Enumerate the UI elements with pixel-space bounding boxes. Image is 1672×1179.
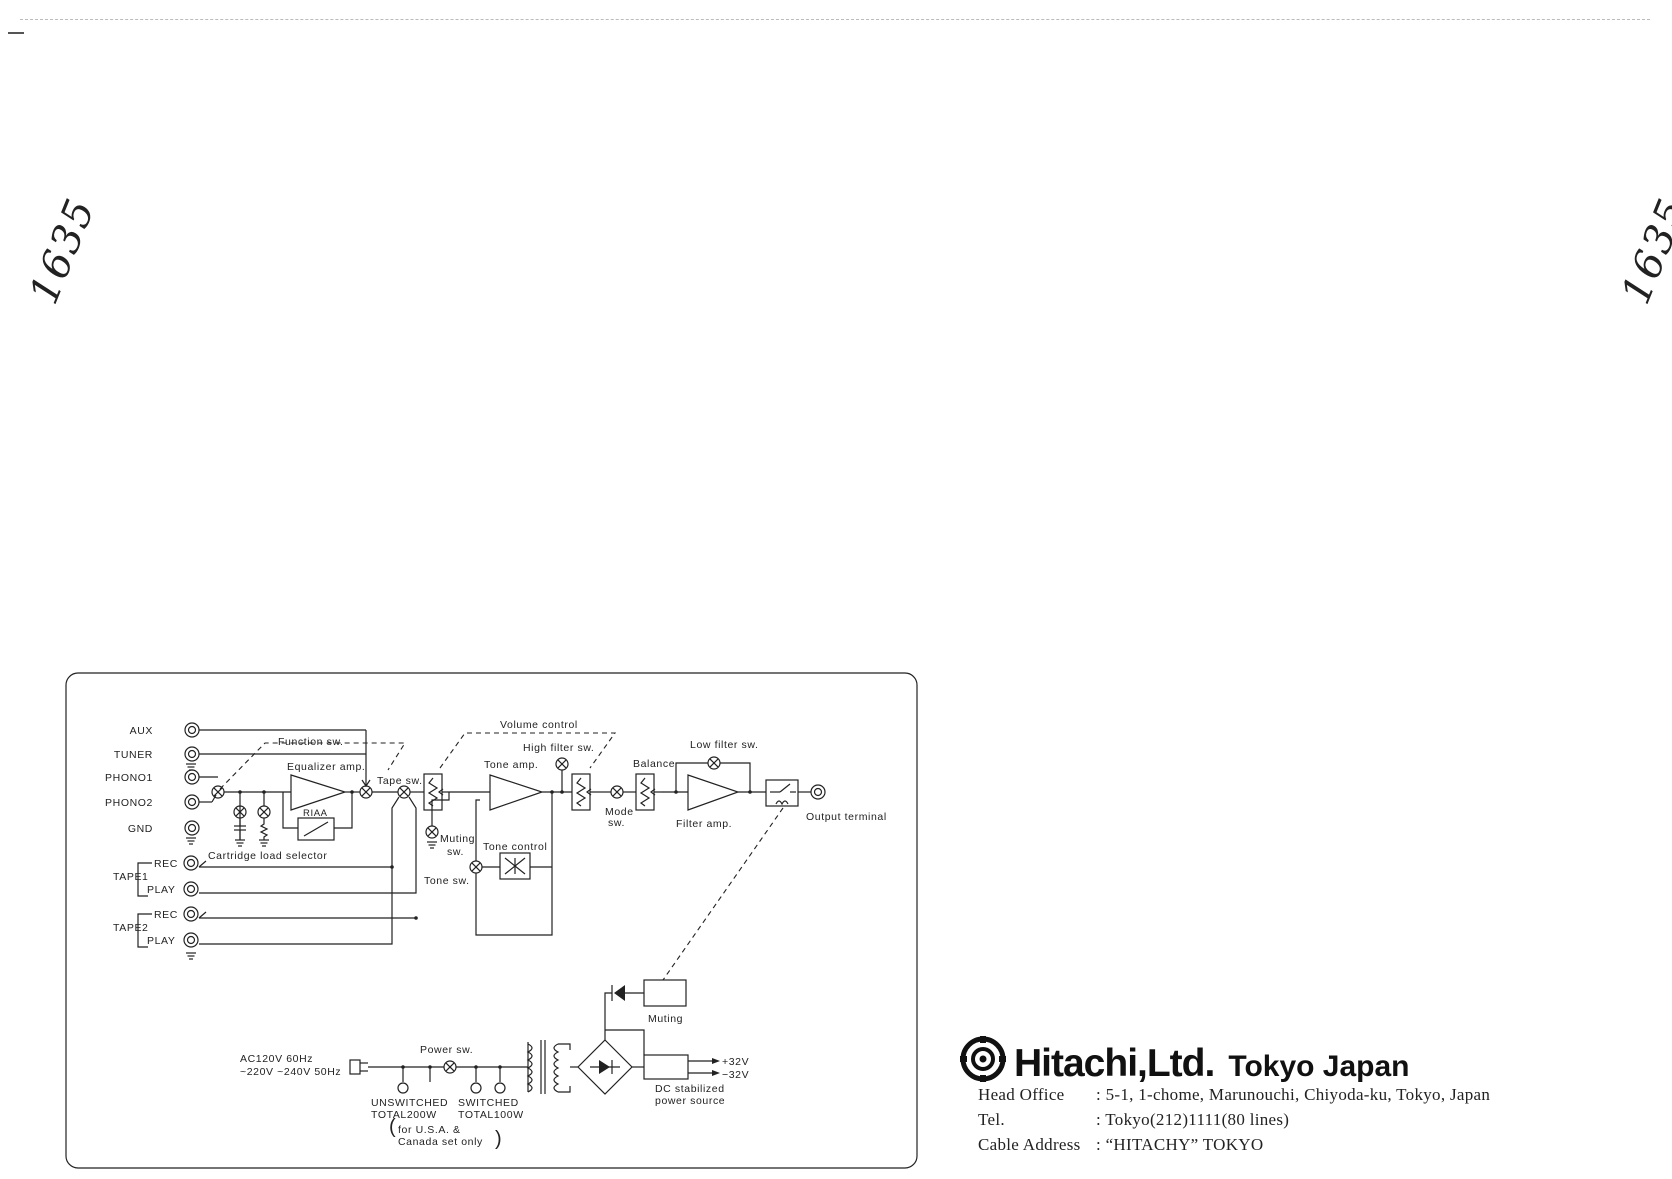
jack-phono2 [184, 794, 200, 810]
info-key: Tel. [978, 1110, 1005, 1129]
label-filter-amp: Filter amp. [676, 818, 732, 830]
jack-phono1 [184, 769, 200, 785]
jack-gnd [184, 820, 200, 836]
outlet-switched-2 [494, 1082, 506, 1094]
company-brand: Hitachi,Ltd. Tokyo Japan [960, 1030, 1660, 1086]
filter-amp [687, 774, 740, 811]
info-value: : 5-1, 1-chome, Marunouchi, Chiyoda-ku, … [1096, 1085, 1491, 1104]
label-note-2: Canada set only [398, 1136, 483, 1148]
label-phono2: PHONO2 [105, 797, 153, 809]
label-tape-sw: Tape sw. [377, 775, 423, 787]
label-balance: Balance [633, 758, 675, 770]
label-riaa: RIAA [303, 808, 328, 819]
outlet-switched-1 [470, 1082, 482, 1094]
info-row-tel: Tel. : Tokyo(212)1111(80 lines) [978, 1110, 1289, 1130]
transformer [526, 1043, 533, 1093]
jack-tape2-play [183, 932, 199, 948]
info-row-head-office: Head Office : 5-1, 1-chome, Marunouchi, C… [978, 1085, 1490, 1105]
label-unswitched-2: TOTAL200W [371, 1109, 437, 1121]
dc-stabilized-power-source [643, 1054, 689, 1080]
jack-aux [184, 722, 200, 738]
volume-control [423, 773, 450, 811]
label-high-filter-sw: High filter sw. [523, 742, 594, 754]
label-dc-stabilized-1: DC stabilized [655, 1083, 725, 1095]
label-tone-sw: Tone sw. [424, 875, 470, 887]
label-power-sw: Power sw. [420, 1044, 473, 1056]
label-gnd: GND [128, 823, 153, 835]
jack-tape2-rec [183, 906, 199, 922]
sw-tone [469, 860, 483, 874]
label-tone-control: Tone control [483, 841, 547, 853]
label-function-sw: Function sw. [278, 736, 344, 748]
sw-phono-select [211, 785, 225, 799]
label-switched-2: TOTAL100W [458, 1109, 524, 1121]
label-tape1: TAPE1 [113, 871, 148, 883]
outlet-unswitched [397, 1082, 409, 1094]
jack-tape1-rec [183, 855, 199, 871]
label-output-terminal: Output terminal [806, 811, 887, 823]
label-ac-line1: AC120V 60Hz [240, 1053, 313, 1065]
high-filter-pot [571, 773, 598, 811]
equalizer-amp [290, 774, 347, 811]
label-cartridge-load-selector: Cartridge load selector [208, 850, 327, 862]
diagram-frame [65, 672, 918, 1169]
label-mode-sw-2: sw. [608, 817, 625, 829]
label-tape1-play: PLAY [147, 884, 175, 896]
sw-function [359, 785, 373, 799]
company-name: Hitachi,Ltd. [1014, 1042, 1215, 1085]
label-volume-control: Volume control [500, 719, 578, 731]
scan-mark [8, 32, 24, 34]
info-key: Head Office [978, 1085, 1065, 1104]
sw-tape [397, 785, 411, 799]
output-terminal-jack [810, 784, 826, 800]
label-muting: Muting [648, 1013, 683, 1025]
muting-block [643, 979, 687, 1007]
tone-control [499, 852, 531, 880]
svg-text:): ) [495, 1128, 502, 1150]
jack-tuner [184, 746, 200, 762]
sw-cart-load-2 [257, 805, 271, 819]
sw-muting [425, 825, 439, 839]
jack-tape1-play [183, 881, 199, 897]
label-tuner: TUNER [114, 749, 153, 761]
label-muting-sw-2: sw. [447, 846, 464, 858]
label-mode-sw-1: Mode [605, 806, 634, 818]
label-unswitched-1: UNSWITCHED [371, 1097, 448, 1109]
label-phono1: PHONO1 [105, 772, 153, 784]
hitachi-logo-icon [960, 1036, 1006, 1082]
tone-amp [489, 774, 544, 811]
label-tape1-rec: REC [154, 858, 178, 870]
label-switched-1: SWITCHED [458, 1097, 519, 1109]
company-location: Tokyo Japan [1228, 1050, 1410, 1083]
label-low-filter-sw: Low filter sw. [690, 739, 759, 751]
label-muting-sw-1: Muting [440, 833, 475, 845]
label-tape2-play: PLAY [147, 935, 175, 947]
label-dc-stabilized-2: power source [655, 1095, 725, 1107]
label-note-1: for U.S.A. & [398, 1124, 461, 1136]
sw-low-filter [707, 756, 721, 770]
svg-text:(: ( [389, 1116, 396, 1138]
output-relay [765, 779, 799, 807]
balance-control [635, 773, 662, 811]
label-tone-amp: Tone amp. [484, 759, 538, 771]
ac-plug [349, 1059, 361, 1075]
label-tape2: TAPE2 [113, 922, 148, 934]
info-value: : Tokyo(212)1111(80 lines) [1096, 1110, 1290, 1129]
sw-high-filter [555, 757, 569, 771]
label-ac-line2: ~220V ~240V 50Hz [240, 1066, 341, 1078]
scan-edge-line [20, 19, 1650, 20]
sw-mode [610, 785, 624, 799]
label-equalizer-amp: Equalizer amp. [287, 761, 365, 773]
info-key: Cable Address [978, 1135, 1081, 1154]
label-tape2-rec: REC [154, 909, 178, 921]
info-row-cable-address: Cable Address : “HITACHY” TOKYO [978, 1135, 1263, 1155]
sw-power [443, 1060, 457, 1074]
info-value: : “HITACHY” TOKYO [1096, 1135, 1264, 1154]
label-aux: AUX [130, 725, 153, 737]
label-minus-32v: −32V [722, 1069, 749, 1081]
label-plus-32v: +32V [722, 1056, 749, 1068]
